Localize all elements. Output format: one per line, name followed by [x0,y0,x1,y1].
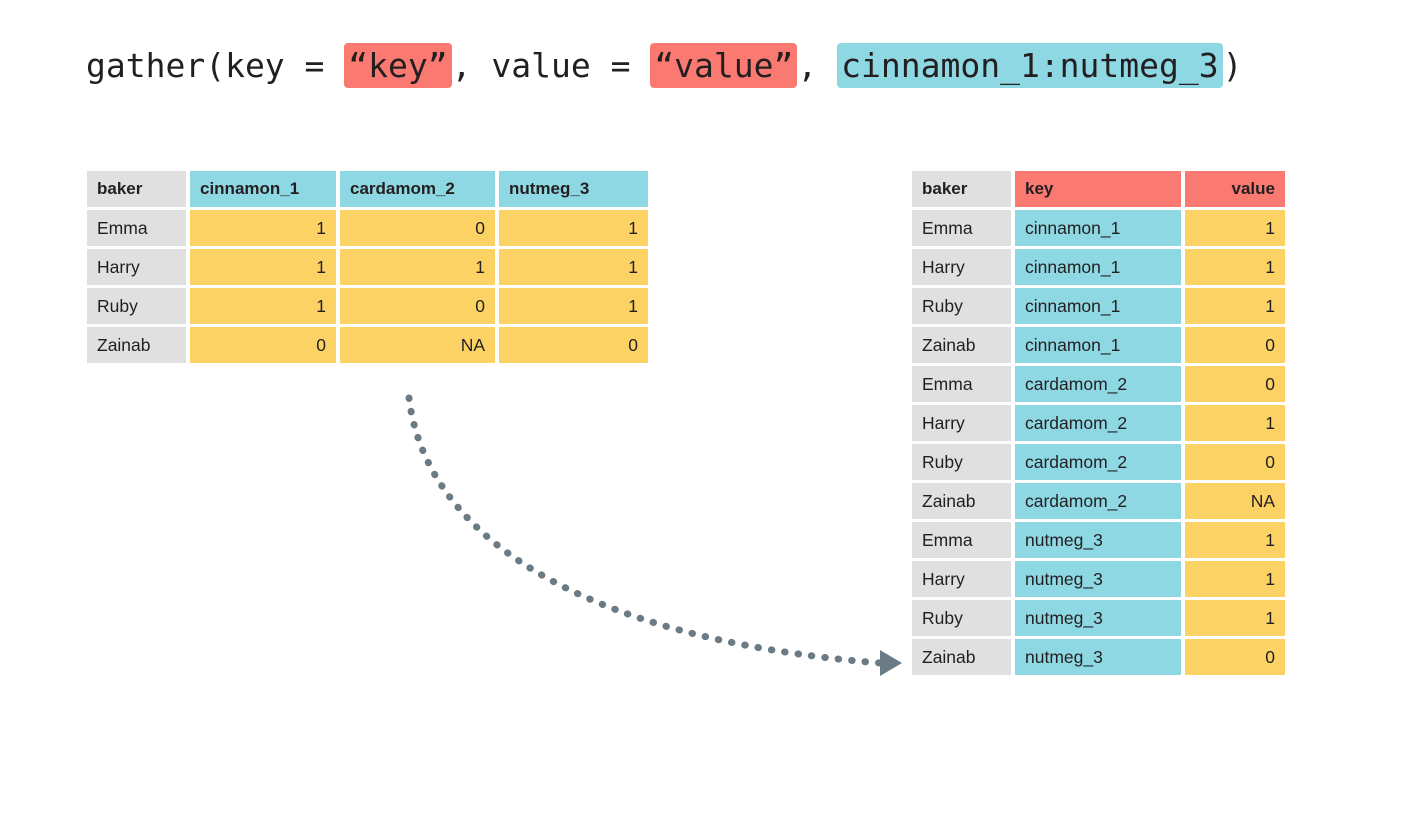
wide-cell-cardamom-2: 1 [340,249,495,285]
long-cell-key: nutmeg_3 [1015,561,1181,597]
code-token-cyan-5: cinnamon_1:nutmeg_3 [837,43,1223,88]
wide-header-cinnamon-1: cinnamon_1 [190,171,336,207]
wide-cell-baker: Harry [87,249,186,285]
long-cell-baker: Emma [912,210,1011,246]
long-cell-baker: Ruby [912,444,1011,480]
wide-cell-nutmeg-3: 1 [499,210,648,246]
wide-cell-cinnamon-1: 1 [190,210,336,246]
wide-cell-cinnamon-1: 0 [190,327,336,363]
long-cell-key: cardamom_2 [1015,405,1181,441]
wide-cell-baker: Ruby [87,288,186,324]
long-cell-baker: Zainab [912,639,1011,675]
wide-cell-cardamom-2: 0 [340,288,495,324]
code-token-plain-4: , [797,46,838,85]
long-cell-baker: Emma [912,522,1011,558]
long-cell-value: 1 [1185,522,1285,558]
wide-table-header-row: baker cinnamon_1 cardamom_2 nutmeg_3 [87,171,648,207]
code-token-red-3: “value” [650,43,798,88]
gather-code-line: gather(key = “key”, value = “value”, cin… [86,43,1243,88]
transform-arrow [405,394,902,676]
long-cell-baker: Zainab [912,327,1011,363]
wide-cell-nutmeg-3: 1 [499,249,648,285]
long-header-key: key [1015,171,1181,207]
long-cell-baker: Ruby [912,288,1011,324]
long-cell-value: 0 [1185,366,1285,402]
long-cell-key: cardamom_2 [1015,366,1181,402]
wide-cell-cardamom-2: 0 [340,210,495,246]
long-cell-key: cinnamon_1 [1015,210,1181,246]
long-cell-value: 1 [1185,249,1285,285]
long-cell-key: cinnamon_1 [1015,249,1181,285]
code-token-plain-2: , value = [451,46,651,85]
long-cell-baker: Harry [912,561,1011,597]
wide-cell-baker: Emma [87,210,186,246]
wide-cell-cinnamon-1: 1 [190,288,336,324]
wide-header-nutmeg-3: nutmeg_3 [499,171,648,207]
long-cell-baker: Harry [912,249,1011,285]
long-cell-value: 1 [1185,288,1285,324]
long-cell-value: 1 [1185,600,1285,636]
long-cell-value: 0 [1185,327,1285,363]
code-token-plain-0: gather(key = [86,46,345,85]
code-token-plain-6: ) [1222,46,1243,85]
long-cell-value: NA [1185,483,1285,519]
arrow-head-icon [880,650,902,676]
wide-cell-nutmeg-3: 0 [499,327,648,363]
long-cell-value: 1 [1185,561,1285,597]
wide-header-cardamom-2: cardamom_2 [340,171,495,207]
long-cell-baker: Ruby [912,600,1011,636]
long-cell-value: 0 [1185,444,1285,480]
wide-cell-nutmeg-3: 1 [499,288,648,324]
wide-header-baker: baker [87,171,186,207]
long-cell-key: cardamom_2 [1015,483,1181,519]
wide-cell-cardamom-2: NA [340,327,495,363]
long-cell-value: 0 [1185,639,1285,675]
long-cell-key: cinnamon_1 [1015,288,1181,324]
long-cell-key: nutmeg_3 [1015,522,1181,558]
long-cell-baker: Zainab [912,483,1011,519]
long-cell-key: nutmeg_3 [1015,600,1181,636]
long-cell-key: nutmeg_3 [1015,639,1181,675]
wide-cell-cinnamon-1: 1 [190,249,336,285]
long-cell-value: 1 [1185,405,1285,441]
long-cell-value: 1 [1185,210,1285,246]
long-cell-baker: Harry [912,405,1011,441]
wide-table: baker cinnamon_1 cardamom_2 nutmeg_3 Emm… [83,168,652,366]
long-table-header-row: baker key value [912,171,1285,207]
code-token-red-1: “key” [344,43,452,88]
long-cell-key: cinnamon_1 [1015,327,1181,363]
arrow-dotted-path [405,394,884,667]
long-cell-key: cardamom_2 [1015,444,1181,480]
long-header-value: value [1185,171,1285,207]
wide-cell-baker: Zainab [87,327,186,363]
long-cell-baker: Emma [912,366,1011,402]
long-header-baker: baker [912,171,1011,207]
